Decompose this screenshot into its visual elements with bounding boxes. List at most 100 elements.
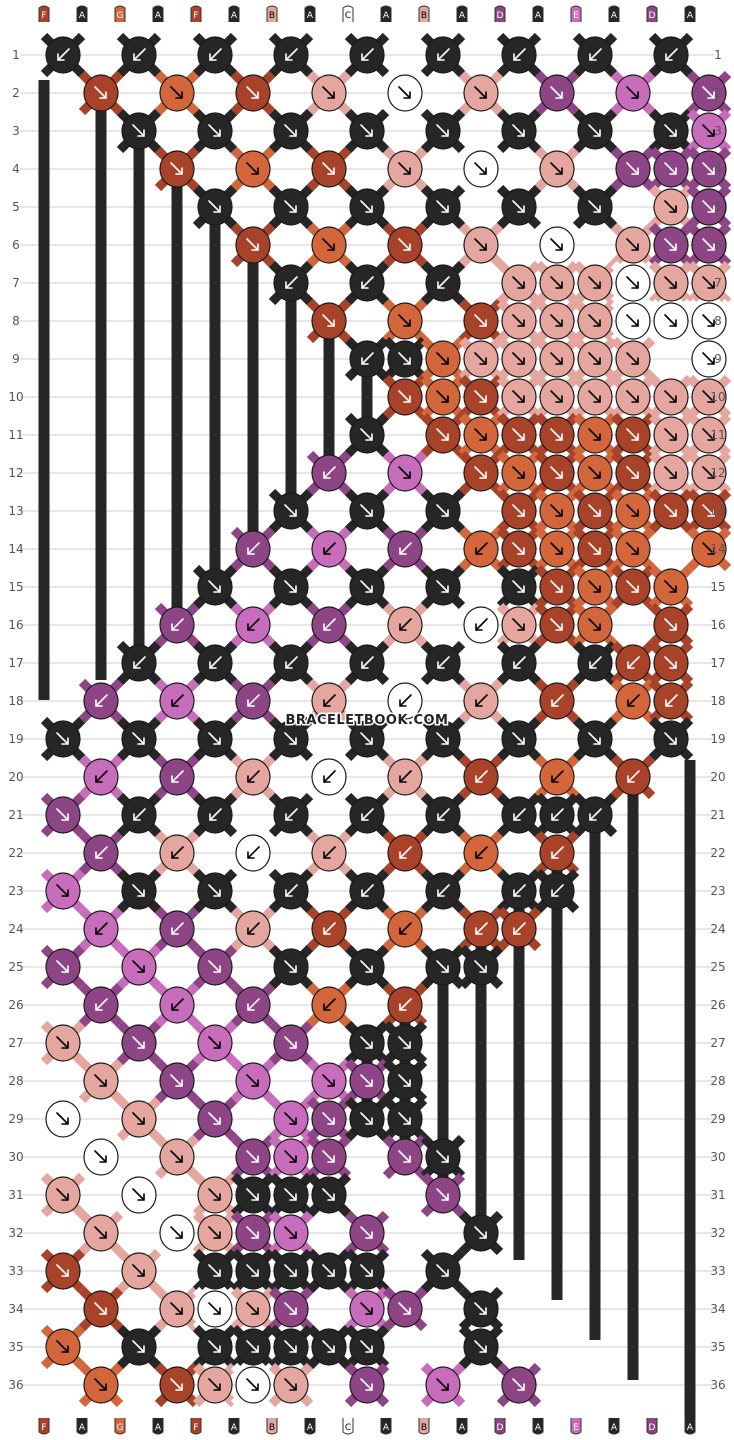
knot — [387, 226, 423, 264]
arrow-down-right-icon — [246, 162, 259, 175]
arrow-down-left-icon — [247, 922, 260, 935]
arrow-down-right-icon — [702, 352, 715, 365]
arrow-down-right-icon — [512, 276, 525, 289]
knot — [197, 1290, 233, 1328]
arrow-down-right-icon — [208, 124, 221, 137]
arrow-down-right-icon — [322, 1150, 335, 1163]
strand-label-bottom: A — [228, 1418, 240, 1435]
arrow-down-left-icon — [361, 884, 374, 897]
arrow-down-right-icon — [664, 466, 677, 479]
knot — [577, 492, 613, 530]
knot — [273, 1290, 309, 1328]
arrow-down-right-icon — [208, 580, 221, 593]
row-number-left: 1 — [12, 48, 20, 62]
row-number-left: 21 — [8, 808, 23, 822]
knot — [577, 112, 613, 150]
row-number-left: 28 — [8, 1074, 23, 1088]
arrow-down-left-icon — [247, 542, 260, 555]
knot — [463, 1328, 499, 1366]
arrow-down-left-icon — [361, 276, 374, 289]
arrow-down-left-icon — [551, 694, 564, 707]
knot — [197, 188, 233, 226]
arrow-down-right-icon — [588, 466, 601, 479]
knot — [349, 644, 385, 682]
arrow-down-left-icon — [285, 276, 298, 289]
row-number-right: 30 — [710, 1150, 725, 1164]
svg-text:B: B — [421, 1423, 427, 1433]
knot — [273, 188, 309, 226]
knot — [45, 36, 81, 74]
knot — [159, 1214, 195, 1252]
svg-text:A: A — [611, 1423, 618, 1433]
arrow-down-right-icon — [208, 200, 221, 213]
svg-text:D: D — [649, 11, 656, 21]
knot — [83, 74, 119, 112]
strand-label-bottom: D — [646, 1418, 658, 1435]
arrow-down-right-icon — [474, 1226, 487, 1239]
arrow-down-right-icon — [512, 580, 525, 593]
arrow-down-right-icon — [208, 1264, 221, 1277]
strand-label-bottom: F — [190, 1418, 202, 1435]
row-number-right: 9 — [714, 352, 722, 366]
arrow-down-right-icon — [550, 390, 563, 403]
arrow-down-left-icon — [95, 846, 108, 859]
knot — [463, 302, 499, 340]
strand-label-top: F — [38, 5, 50, 22]
knot — [83, 834, 119, 872]
row-number-right: 32 — [710, 1226, 725, 1240]
arrow-down-left-icon — [475, 922, 488, 935]
arrow-down-right-icon — [360, 580, 373, 593]
svg-text:D: D — [497, 1423, 504, 1433]
arrow-down-left-icon — [95, 694, 108, 707]
row-number-right: 22 — [710, 846, 725, 860]
knot — [691, 264, 727, 302]
arrow-down-right-icon — [512, 466, 525, 479]
arrow-down-right-icon — [94, 1074, 107, 1087]
arrow-down-right-icon — [170, 86, 183, 99]
arrow-down-right-icon — [474, 1302, 487, 1315]
row-number-right: 1 — [714, 48, 722, 62]
knot — [615, 492, 651, 530]
row-number-left: 31 — [8, 1188, 23, 1202]
arrow-down-right-icon — [512, 542, 525, 555]
arrow-down-left-icon — [247, 770, 260, 783]
strand-label-top: C — [342, 5, 354, 22]
knot — [235, 1214, 271, 1252]
row-number-right: 36 — [710, 1378, 725, 1392]
svg-text:A: A — [79, 11, 86, 21]
row-number-right: 12 — [710, 466, 725, 480]
knot — [349, 1252, 385, 1290]
arrow-down-right-icon — [398, 162, 411, 175]
row-number-right: 17 — [710, 656, 725, 670]
arrow-down-right-icon — [284, 580, 297, 593]
knot — [273, 1214, 309, 1252]
svg-text:A: A — [231, 1423, 238, 1433]
knot — [539, 454, 575, 492]
knot — [83, 986, 119, 1024]
arrow-down-left-icon — [437, 884, 450, 897]
knot — [653, 378, 689, 416]
svg-text:A: A — [535, 11, 542, 21]
knot — [539, 226, 575, 264]
row-number-right: 8 — [714, 314, 722, 328]
knot — [349, 1062, 385, 1100]
arrow-down-right-icon — [474, 314, 487, 327]
knot — [615, 150, 651, 188]
knot — [425, 720, 461, 758]
arrow-down-right-icon — [360, 1264, 373, 1277]
arrow-down-left-icon — [627, 694, 640, 707]
row-number-right: 24 — [710, 922, 725, 936]
knot — [159, 1366, 195, 1404]
svg-text:A: A — [307, 1423, 314, 1433]
knot — [539, 606, 575, 644]
arrow-down-right-icon — [94, 86, 107, 99]
arrow-down-right-icon — [436, 390, 449, 403]
arrow-down-right-icon — [512, 124, 525, 137]
knot — [577, 720, 613, 758]
arrow-down-left-icon — [247, 618, 260, 631]
knot — [273, 568, 309, 606]
arrow-down-right-icon — [436, 1150, 449, 1163]
arrow-down-left-icon — [133, 808, 146, 821]
knot — [273, 872, 309, 910]
row-number-left: 26 — [8, 998, 23, 1012]
